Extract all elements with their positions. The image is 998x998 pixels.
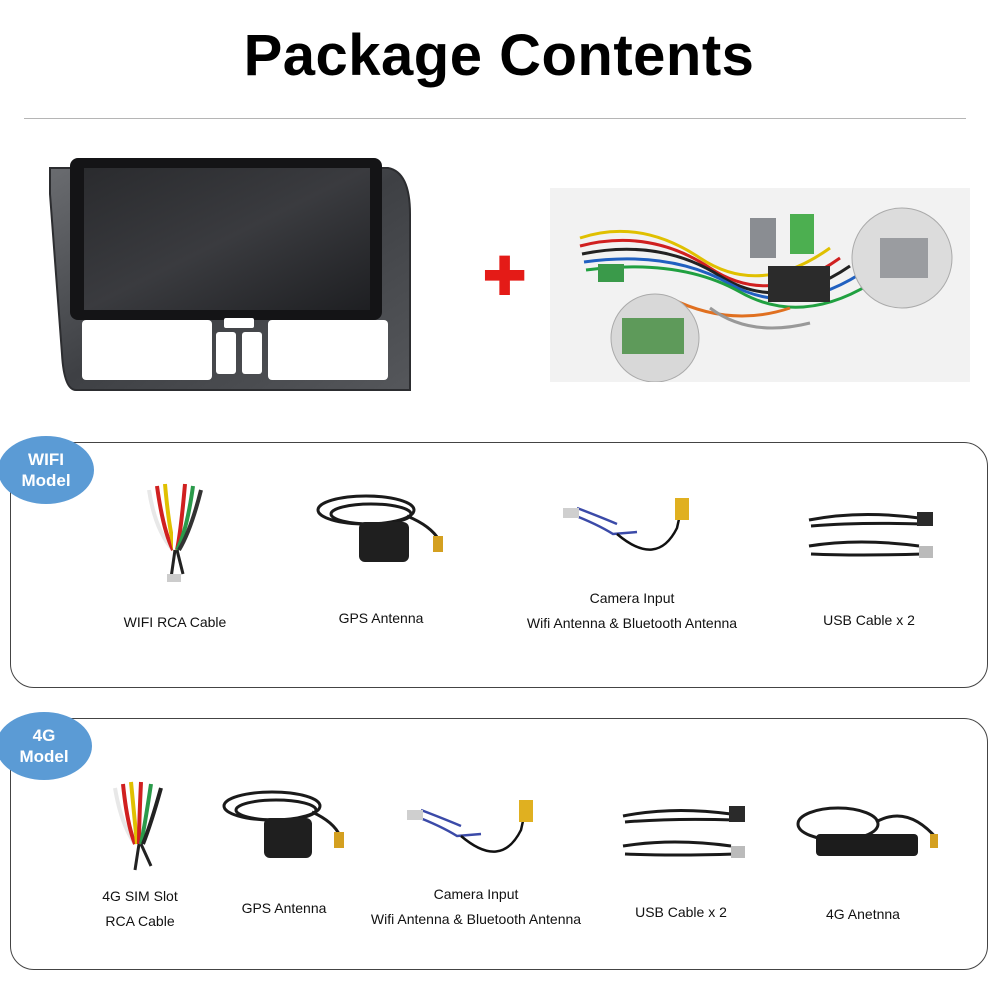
caption-line-1: GPS Antenna [338, 610, 424, 626]
caption-line-1: Camera Input [589, 590, 675, 606]
rca-cable-icon [113, 781, 163, 871]
wifi-model-badge: WIFI Model [0, 436, 94, 504]
rca-cable-icon [147, 481, 203, 582]
wifi-item-rca-cable: WIFI RCA Cable [100, 470, 250, 635]
caption-line-1: USB Cable x 2 [635, 904, 727, 920]
caption-line-1: WIFI RCA Cable [123, 614, 227, 630]
plus-icon: ✚ [482, 245, 528, 308]
wiring-harness-image [550, 188, 970, 382]
wifi-item-gps-antenna: GPS Antenna [306, 486, 456, 631]
head-unit-image [44, 154, 414, 394]
car-stereo-head-unit-icon [49, 158, 411, 391]
4g-item-rca-cable: 4G SIM Slot RCA Cable [70, 774, 210, 934]
wifi-item-usb-cable: USB Cable x 2 [796, 500, 942, 633]
usb-cable-icon [808, 512, 933, 558]
4g-item-camera-input: Camera Input Wifi Antenna & Bluetooth An… [356, 796, 596, 932]
wiring-harness-icon [579, 207, 953, 382]
caption-line-1: GPS Antenna [241, 900, 327, 916]
4g-antenna-icon [796, 806, 938, 856]
badge-line-1: 4G [32, 726, 56, 745]
camera-input-cable-icon [563, 498, 689, 551]
badge-line-2: Model [21, 471, 71, 490]
caption-line-2: Wifi Antenna & Bluetooth Antenna [370, 911, 582, 927]
caption-line-1: 4G SIM Slot [102, 888, 178, 904]
wifi-item-camera-input: Camera Input Wifi Antenna & Bluetooth An… [512, 494, 752, 636]
caption-line-1: USB Cable x 2 [823, 612, 915, 628]
title-divider [24, 118, 966, 119]
caption-line-2: RCA Cable [105, 913, 175, 929]
caption-line-2: Wifi Antenna & Bluetooth Antenna [526, 615, 738, 631]
camera-input-cable-icon [407, 800, 533, 853]
4g-item-usb-cable: USB Cable x 2 [608, 796, 754, 925]
badge-line-1: WIFI [28, 450, 64, 469]
4g-item-gps-antenna: GPS Antenna [214, 784, 354, 921]
gps-antenna-icon [316, 494, 443, 562]
gps-antenna-icon [222, 790, 344, 858]
badge-line-2: Model [19, 747, 69, 766]
4g-model-badge: 4G Model [0, 712, 92, 780]
4g-item-4g-antenna: 4G Anetnna [788, 800, 938, 927]
usb-cable-icon [622, 806, 745, 858]
caption-line-1: Camera Input [433, 886, 519, 902]
caption-line-1: 4G Anetnna [826, 906, 900, 922]
page-title: Package Contents [243, 23, 755, 88]
